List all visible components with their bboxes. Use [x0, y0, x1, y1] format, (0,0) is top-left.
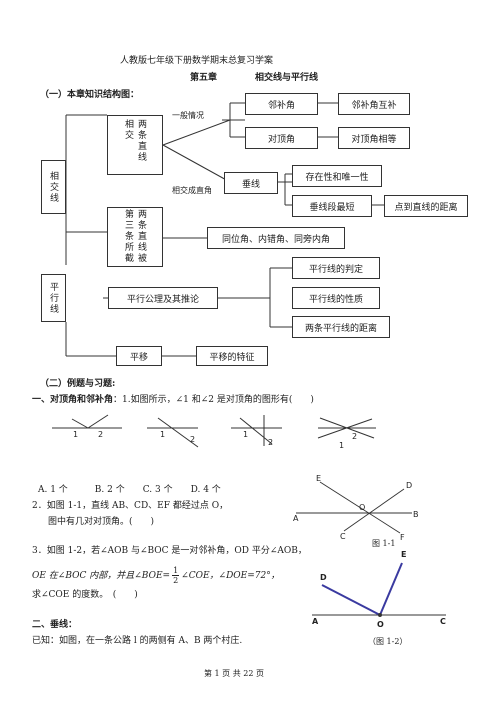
question-3-line3: 求∠COE 的度数。 ( ) [32, 590, 138, 600]
node-two-lines-intersect: 两条直线相交 [107, 115, 163, 175]
fig11-point-D: D [406, 481, 413, 490]
page-footer: 第 1 页 共 22 页 [204, 669, 264, 678]
node-intersecting-lines: 相交线 [41, 160, 66, 214]
q1-choices: A. 1 个 B. 2 个 C. 3 个 D. 4 个 [38, 485, 221, 495]
fig12-point-C: C [440, 617, 446, 626]
node-parallel-distance: 两条平行线的距离 [292, 316, 390, 338]
fig12-point-D: D [320, 573, 327, 582]
figure-1-2 [312, 562, 446, 617]
node-translation-feature: 平移的特征 [196, 346, 268, 366]
node-existence-uniqueness: 存在性和唯一性 [292, 165, 382, 187]
fig4-label-2: 2 [352, 432, 358, 441]
chapter-title: 相交线与平行线 [255, 73, 319, 83]
question-3-line1: 3．如图 1-2，若∠AOB 与∠BOC 是一对邻补角，OD 平分∠AOB， [32, 546, 307, 556]
node-shortest-segment: 垂线段最短 [292, 195, 372, 217]
fig11-caption: 图 1-1 [372, 539, 396, 548]
fig12-caption: （图 1-2） [368, 637, 408, 646]
fraction-numerator: 1 [172, 566, 180, 576]
node-vertical-angle: 对顶角 [245, 127, 318, 149]
fig2-label-2: 2 [190, 435, 196, 444]
node-parallel-property: 平行线的性质 [292, 287, 380, 309]
question-1: 一、对顶角和邻补角：1.如图所示，∠1 和∠2 是对顶角的图形有( ) [32, 392, 314, 405]
fig1-label-2: 2 [98, 430, 104, 439]
question-4: 已知：如图，在一条公路 l 的两侧有 A、B 两个村庄. [32, 636, 243, 646]
fig2-label-1: 1 [160, 430, 166, 439]
node-parallel-lines: 平行线 [41, 274, 66, 322]
fig3-label-1: 1 [243, 430, 249, 439]
fig11-point-F: F [400, 533, 405, 542]
section1-heading: （一）本章知识结构图： [40, 90, 140, 100]
fig1-label-1: 1 [73, 430, 79, 439]
node-cut-by-third-line: 两条直线被第三条所截 [107, 207, 163, 267]
fig11-point-E: E [316, 474, 322, 483]
q1-text: ：1.如图所示，∠1 和∠2 是对顶角的图形有( ) [113, 395, 314, 405]
part2-title: 二、垂线： [32, 620, 78, 630]
fig4-label-1: 1 [339, 441, 345, 450]
chapter-number: 第五章 [190, 73, 218, 83]
question-2-line1: 2．如图 1-1，直线 AB、CD、EF 都经过点 O， [32, 501, 229, 511]
label-right-angle: 相交成直角 [172, 186, 212, 195]
node-two-lines-label: 两条直线相交 [123, 119, 146, 163]
q3-line2-part2: ∠COE，∠DOE=72°， [181, 571, 280, 581]
node-parallel-criterion: 平行线的判定 [292, 257, 380, 279]
figure-1-1 [296, 481, 412, 534]
question-2-line2: 图中有几对对顶角。( ) [48, 517, 155, 527]
fig12-point-O: O [377, 620, 384, 629]
fig11-point-C: C [340, 532, 346, 541]
node-cut-by-third-label: 两条直线被第三条所截 [123, 209, 146, 264]
doc-title: 人教版七年级下册数学期末总复习学案 [120, 56, 274, 66]
section2-heading: （二）例题与习题: [40, 379, 116, 389]
node-parallel-label: 平行线 [48, 281, 58, 315]
node-parallel-axiom: 平行公理及其推论 [108, 287, 218, 309]
node-translation: 平移 [116, 346, 162, 366]
node-vertical-equal: 对顶角相等 [338, 127, 410, 149]
fig11-point-A: A [293, 514, 299, 523]
fig12-point-E: E [401, 550, 407, 559]
node-angle-types: 同位角、内错角、同旁内角 [207, 227, 345, 249]
fig11-point-O: O [359, 503, 366, 512]
node-intersecting-lines-label: 相交线 [48, 170, 58, 204]
fig3-label-2: 2 [268, 438, 274, 447]
node-perpendicular: 垂线 [224, 172, 278, 194]
node-point-line-distance: 点到直线的距离 [384, 195, 468, 217]
fig11-point-B: B [413, 510, 419, 519]
node-adjacent-complement: 邻补角互补 [338, 93, 410, 115]
q3-line2-part1: OE 在∠BOC 内部，并且∠BOE= [32, 571, 171, 581]
fig12-point-A: A [312, 617, 319, 626]
part1-title: 一、对顶角和邻补角 [32, 395, 114, 405]
q1-figures [52, 414, 376, 448]
fraction-denominator: 2 [173, 576, 179, 585]
node-adjacent-angle: 邻补角 [245, 93, 318, 115]
label-general-case: 一般情况 [172, 111, 204, 120]
